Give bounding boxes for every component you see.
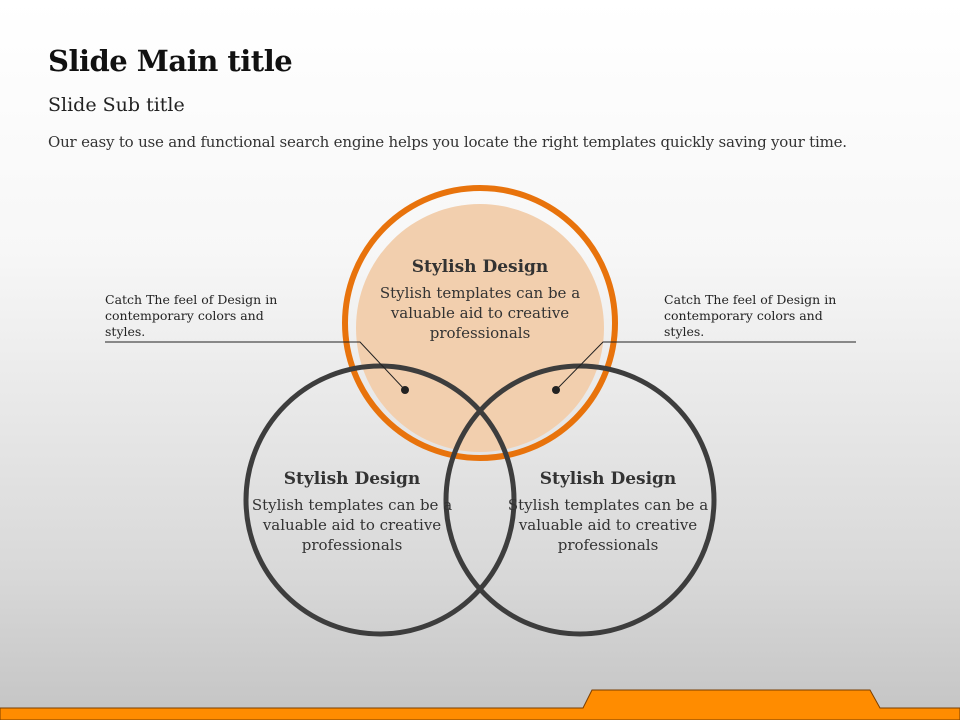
right-callout-dot: [552, 386, 560, 394]
left-callout-line: [105, 341, 406, 391]
right-callout-text: Catch The feel of Design in contemporary…: [664, 292, 837, 339]
slide-title: Slide Main title: [48, 44, 293, 78]
circle-body: Stylish templates can be a valuable aid …: [251, 496, 453, 554]
top-circle-ring: [342, 185, 618, 461]
right-circle-text: Stylish Design Stylish templates can be …: [488, 469, 728, 555]
circle-body: Stylish templates can be a valuable aid …: [507, 496, 709, 554]
left-callout-dot: [401, 386, 409, 394]
circle-heading: Stylish Design: [539, 469, 677, 489]
circle-heading: Stylish Design: [411, 257, 549, 277]
top-circle-fill: [356, 204, 604, 452]
slide-subtitle: Slide Sub title: [48, 94, 185, 116]
slide-description: Our easy to use and functional search en…: [48, 133, 847, 151]
left-callout-text: Catch The feel of Design in contemporary…: [105, 292, 278, 339]
footer-bar: [0, 689, 960, 720]
top-circle-text: Stylish Design Stylish templates can be …: [360, 257, 600, 343]
circle-heading: Stylish Design: [283, 469, 421, 489]
circle-body: Stylish templates can be a valuable aid …: [379, 284, 581, 342]
left-circle-text: Stylish Design Stylish templates can be …: [232, 469, 472, 555]
left-circle-ring: [243, 363, 517, 637]
right-callout-line: [555, 341, 856, 391]
